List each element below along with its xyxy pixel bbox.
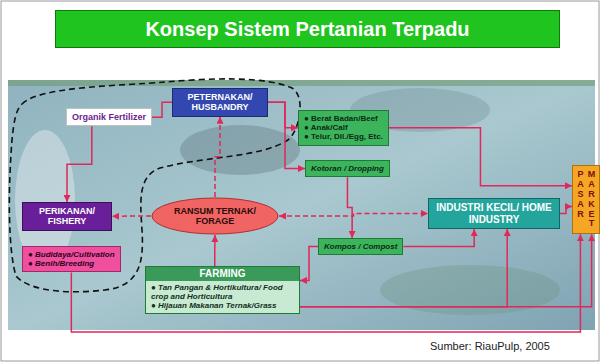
flow-arrow [152,102,172,117]
node-text: ● Telur, Dll./Egg, Etc. [304,132,383,141]
cultivation-box: ● Budidaya/Cultivation● Benih/Breeding [22,246,121,272]
group-outline [9,79,300,292]
industry-box: INDUSTRI KECIL/ HOME INDUSTRY [428,198,560,229]
ellipse-shape [152,198,278,234]
flow-arrow [300,247,318,281]
node-heading: FARMING [146,267,299,281]
flow-arrow [389,128,572,186]
vertical-label: PASAR [576,170,585,219]
flow-arrow [300,229,507,307]
node-text: Kotoran / Dropping [311,164,384,173]
flow-arrow [300,234,592,307]
flow-arrow [403,229,474,247]
node-text: ● Anak/Calf [304,123,383,132]
flow-arrow [347,177,352,238]
flow-arrow [67,126,92,202]
flow-arrow [214,235,216,266]
node-text: ● Hijauan Makanan Ternak/Grass [146,301,299,310]
dashed-connector [279,214,428,217]
dashed-connector [215,117,220,197]
dashed-connector [112,215,151,217]
dropping-box: Kotoran / Dropping [305,160,390,177]
vertical-label: MARKET [587,170,596,229]
node-text: INDUSTRI KECIL/ HOME INDUSTRY [434,202,554,225]
node-text: ● Benih/Breeding [28,259,115,268]
node-text: Kompos / Compost [324,242,397,251]
forage-ellipse: RANSUM TERNAK/ FORAGE [151,197,279,235]
title-bar: Konsep Sistem Pertanian Terpadu [55,10,560,48]
cow-figure [180,125,300,175]
fishery-box: PERIKANAN/ FISHERY [22,202,112,231]
node-text: Organik Fertilizer [72,112,146,122]
fertilizer-box: Organik Fertilizer [66,108,152,126]
title-text: Konsep Sistem Pertanian Terpadu [145,18,469,41]
market-box: PASARMARKET [572,165,600,234]
node-text: PETERNAKAN/ HUSBANDRY [178,92,262,113]
node-text: ● Budidaya/Cultivation [28,250,115,259]
node-text: RANSUM TERNAK/ FORAGE [173,206,257,227]
caption-text: Sumber: RiauPulp, 2005 [430,340,550,352]
node-text: PERIKANAN/ FISHERY [28,206,106,227]
product-box: ● Berat Badan/Beef● Anak/Calf● Telur, Dl… [298,110,389,146]
node-text: ● Berat Badan/Beef [304,114,383,123]
source-caption: Sumber: RiauPulp, 2005 [430,340,550,352]
flow-arrow [71,234,580,332]
photo-ground [8,80,595,330]
node-text: ● Tan Pangan & Hortikultura/ Food crop a… [146,283,299,301]
flow-arrow [560,207,572,214]
photo-band [8,80,595,86]
flow-arrow [268,102,298,127]
compost-box: Kompos / Compost [318,238,403,255]
farming-box: FARMING ● Tan Pangan & Hortikultura/ Food… [145,266,300,314]
husbandry-box: PETERNAKAN/ HUSBANDRY [172,88,268,117]
